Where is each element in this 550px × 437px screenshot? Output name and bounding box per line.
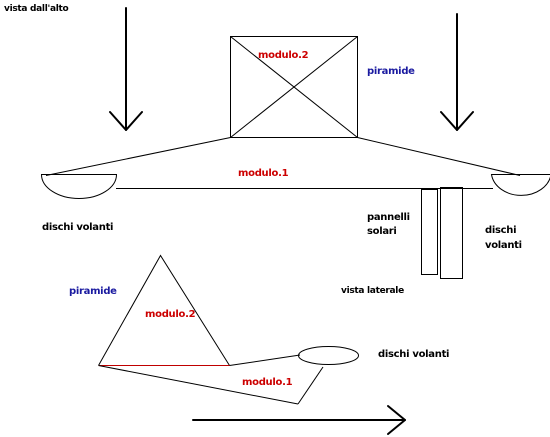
- label-dischi-volanti-right: dischi volanti: [485, 225, 522, 251]
- flying-disc-left: [40, 174, 118, 199]
- label-modulo-1-top: modulo.1: [238, 168, 289, 179]
- flying-disc-right: [490, 174, 550, 196]
- label-dischi-volanti-side: dischi volanti: [378, 349, 450, 360]
- label-modulo-2-top: modulo.2: [258, 50, 309, 61]
- arrow-right-icon: [192, 405, 406, 435]
- side-cable-bottom-right: [297, 366, 324, 405]
- pyramid-top-square: [230, 36, 358, 138]
- solar-panel-1: [421, 189, 438, 275]
- label-piramide-top: piramide: [367, 66, 415, 77]
- pyramid-side-triangle: [98, 254, 230, 366]
- label-modulo-1-side: modulo.1: [242, 377, 293, 388]
- cable-right: [357, 137, 521, 176]
- label-vista-laterale: vista laterale: [341, 286, 404, 296]
- label-dischi-volanti-left: dischi volanti: [42, 222, 114, 233]
- pyramid-top-diagonal-b: [230, 36, 358, 138]
- label-pannelli-solari: pannelli solari: [367, 212, 410, 237]
- cable-left: [45, 137, 231, 176]
- side-cable-bottom-left: [98, 365, 299, 405]
- arrow-down-icon: [440, 13, 474, 131]
- flying-disc-side: [298, 346, 359, 365]
- solar-panel-2: [440, 187, 463, 279]
- side-cable-top: [229, 354, 301, 366]
- label-vista-dall-alto: vista dall'alto: [4, 4, 69, 14]
- label-modulo-2-side: modulo.2: [145, 309, 196, 320]
- label-piramide-side: piramide: [69, 286, 117, 297]
- arrow-down-icon: [109, 7, 143, 131]
